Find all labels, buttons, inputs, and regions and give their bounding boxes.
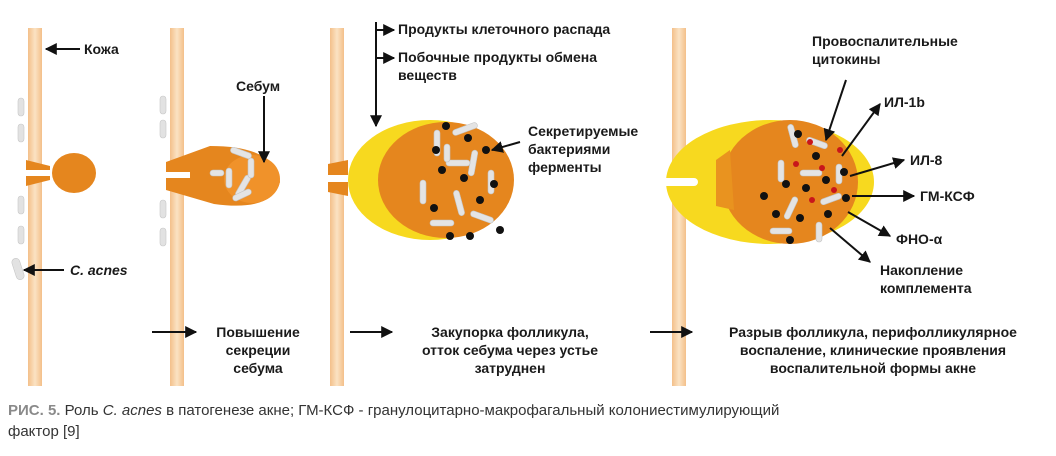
label-bacterial-enzymes-line-1: Секретируемые (528, 123, 639, 139)
label-complement-accumulation-line-2: комплемента (880, 280, 972, 296)
follicle-3 (326, 120, 514, 240)
label-c-acnes: C. acnes (70, 262, 128, 278)
label-skin: Кожа (84, 41, 119, 57)
label-cell-decay-products: Продукты клеточного распада (398, 21, 611, 37)
label-bacterial-enzymes: Секретируемые бактериями ферменты (528, 122, 638, 176)
c-acnes-rods-1 (11, 97, 25, 280)
label-bacterial-enzymes-line-3: ферменты (528, 159, 602, 175)
label-sebum: Себум (236, 78, 281, 94)
caption-text-post: в патогенезе акне; ГМ-КСФ - гранулоцитар… (161, 402, 780, 419)
caption-text-pre: Роль (60, 402, 103, 419)
label-proinflammatory-cytokines-line-1: Провоспалительные (812, 33, 958, 49)
bacteria-dots-4 (760, 130, 850, 244)
arrow-cytokines (823, 79, 847, 142)
arrow-enzymes (490, 141, 521, 153)
cytokine-dots-4 (793, 139, 843, 203)
follicle-1 (24, 153, 96, 193)
follicle-4 (648, 120, 874, 244)
arrows (22, 22, 916, 338)
label-gm-csf: ГМ-КСФ (920, 188, 975, 204)
label-metabolic-byproducts-line-2: веществ (398, 67, 457, 83)
label-metabolic-byproducts-line-1: Побочные продукты обмена (398, 49, 598, 65)
caption-stage-4: Разрыв фолликула, перифолликулярное восп… (694, 323, 1052, 377)
bacteria-dots-3 (430, 122, 504, 240)
arrow-tnf (847, 211, 892, 237)
figure-caption-line-1: РИС. 5. Роль C. acnes в патогенезе акне;… (8, 400, 1048, 421)
label-complement-accumulation: Накопление комплемента (880, 261, 972, 297)
caption-stage-3-line-3: затруднен (474, 360, 546, 376)
label-il1b: ИЛ-1b (884, 94, 925, 110)
label-il8: ИЛ-8 (910, 152, 943, 168)
arrow-il1b (841, 103, 881, 157)
caption-stage-2-line-3: себума (233, 360, 283, 376)
caption-stage-3-line-2: отток себума через устье (421, 342, 599, 358)
caption-stage-2: Повышение секреции себума (196, 323, 320, 377)
figure-number: РИС. 5. (8, 402, 61, 419)
caption-organism: C. acnes (102, 402, 162, 419)
label-metabolic-byproducts: Побочные продукты обмена веществ (398, 48, 597, 84)
label-bacterial-enzymes-line-2: бактериями (528, 141, 611, 157)
caption-stage-3: Закупорка фолликула, отток себума через … (392, 323, 628, 377)
label-complement-accumulation-line-1: Накопление (880, 262, 964, 278)
arrow-complement (829, 227, 871, 263)
sebum-rods-2 (209, 146, 255, 202)
label-proinflammatory-cytokines: Провоспалительные цитокины (812, 32, 958, 68)
acne-pathogenesis-diagram (11, 22, 916, 386)
c-acnes-rods-2 (159, 95, 167, 247)
caption-stage-3-line-1: Закупорка фолликула, (431, 324, 589, 340)
hair-shaft-1 (28, 28, 42, 386)
caption-stage-4-line-2: воспаление, клинические проявления (739, 342, 1007, 358)
caption-stage-4-line-1: Разрыв фолликула, перифолликулярное (729, 324, 1017, 340)
arrow-il8 (849, 157, 906, 177)
caption-stage-2-line-2: секреции (225, 342, 291, 358)
figure-caption: РИС. 5. Роль C. acnes в патогенезе акне;… (8, 400, 1048, 442)
sebum-rods-4 (769, 124, 843, 243)
stage-2-sebum-increase (159, 28, 280, 386)
stage-4-follicle-rupture (648, 28, 874, 386)
hair-shaft-2 (170, 28, 184, 386)
stage-3-follicle-blockage (326, 28, 514, 386)
figure-caption-line-2: фактор [9] (8, 423, 80, 440)
hair-shaft-3 (330, 28, 344, 386)
label-tnf-alpha: ФНО-α (896, 231, 943, 247)
label-proinflammatory-cytokines-line-2: цитокины (812, 51, 881, 67)
stage-1-normal-follicle (11, 28, 96, 386)
caption-stage-4-line-3: воспалительной формы акне (769, 360, 977, 376)
caption-stage-2-line-1: Повышение (216, 324, 300, 340)
